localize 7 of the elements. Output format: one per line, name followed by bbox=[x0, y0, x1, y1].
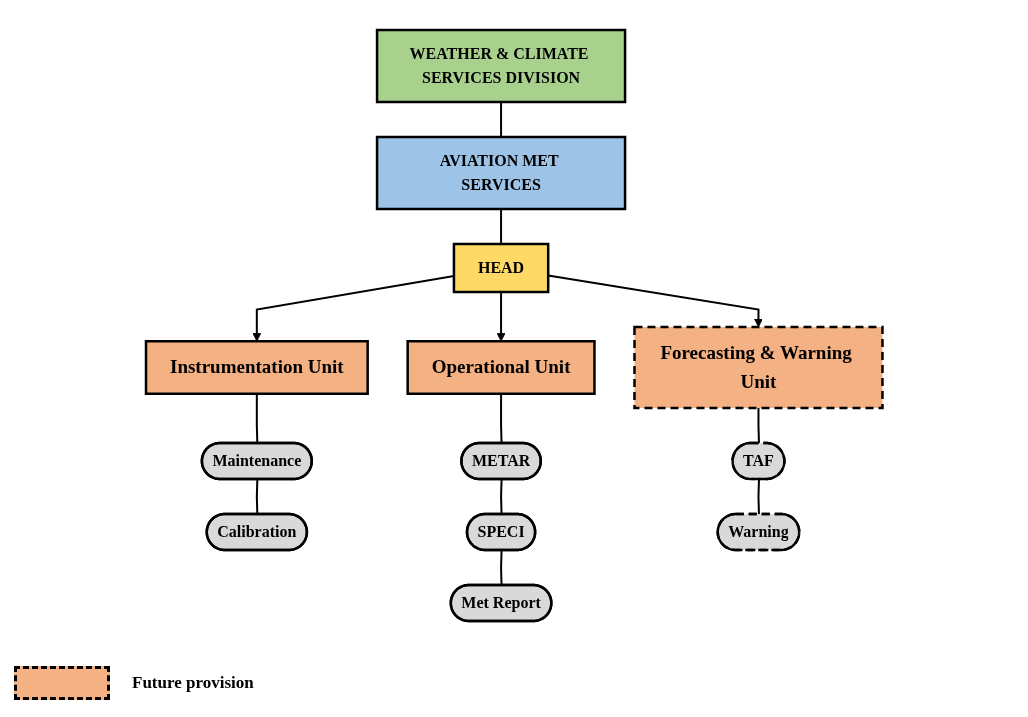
node-box: Operational Unit bbox=[406, 339, 596, 395]
node-box: Forecasting & Warning Unit bbox=[633, 325, 884, 409]
node-box: Instrumentation Unit bbox=[144, 339, 369, 395]
node-box: HEAD bbox=[452, 242, 550, 293]
node-box: AVIATION MET SERVICES bbox=[375, 135, 627, 210]
node-box: WEATHER & CLIMATE SERVICES DIVISION bbox=[375, 28, 627, 103]
legend-label: Future provision bbox=[132, 673, 254, 693]
